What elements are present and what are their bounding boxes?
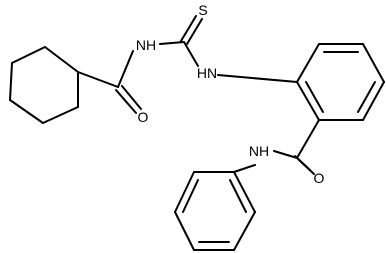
bond xyxy=(174,171,195,213)
atom-label-nh-top: NH xyxy=(136,37,156,53)
bond xyxy=(77,71,119,88)
bond xyxy=(273,150,298,159)
bond xyxy=(11,46,46,64)
atom-labels: NH S HN O NH O xyxy=(136,2,325,186)
benzene-ring-central xyxy=(296,43,385,121)
bond xyxy=(174,211,195,251)
bond xyxy=(362,81,385,121)
bond xyxy=(9,99,44,124)
bond xyxy=(296,43,320,83)
bond xyxy=(233,171,256,213)
bond xyxy=(9,62,13,101)
aromatic-inner-bond xyxy=(305,81,324,113)
acyl-thiourea-linker xyxy=(77,15,298,114)
cyclohexane-ring xyxy=(9,46,79,124)
bond xyxy=(233,164,256,173)
bond xyxy=(44,46,79,73)
benzene-ring-phenyl xyxy=(174,171,256,251)
bond xyxy=(217,74,298,83)
bond xyxy=(159,41,185,45)
aromatic-inner-bond xyxy=(357,81,376,113)
bond xyxy=(362,43,385,83)
carbonyl-double-bond xyxy=(115,89,137,114)
bond xyxy=(42,106,79,124)
bond xyxy=(296,81,320,121)
aromatic-inner-bond xyxy=(182,179,199,213)
bond xyxy=(233,211,256,251)
atom-label-oxygen-acyl: O xyxy=(138,109,149,125)
aromatic-inner-bond xyxy=(229,179,247,213)
atom-label-hn-mid: HN xyxy=(197,65,217,81)
anilide-group xyxy=(233,119,320,175)
atom-label-nh-amide: NH xyxy=(249,143,269,159)
thione-double-bond xyxy=(186,18,203,45)
bond xyxy=(117,50,134,88)
atom-label-sulfur: S xyxy=(198,2,207,18)
thione-double-bond xyxy=(180,15,197,42)
bond xyxy=(296,119,320,159)
carbonyl-double-bond xyxy=(121,85,142,110)
bond xyxy=(183,41,199,67)
atom-label-oxygen-amide: O xyxy=(314,170,325,186)
